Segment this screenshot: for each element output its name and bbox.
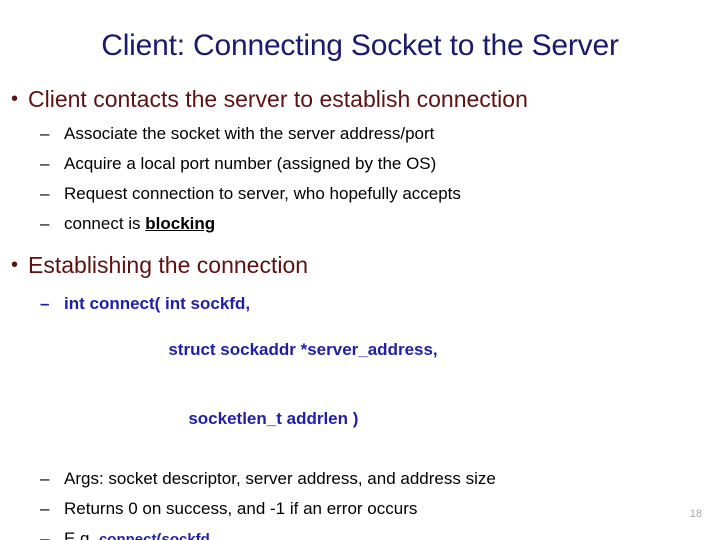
- example-code-line-1: connect(sockfd,: [98, 531, 214, 540]
- dash-marker-icon: –: [40, 469, 50, 488]
- page-number: 18: [689, 508, 702, 520]
- bullet-level1-client-contacts: • Client contacts the server to establish…: [0, 84, 720, 114]
- code-signature-line-3: socketlen_t addrlen ): [0, 384, 720, 453]
- code-signature-text: socketlen_t addrlen ): [188, 409, 359, 428]
- code-signature-line-1: –int connect( int sockfd,: [0, 292, 720, 315]
- bullet-dot-icon: •: [11, 88, 19, 110]
- bullet-level2-returns: –Returns 0 on success, and -1 if an erro…: [0, 497, 720, 521]
- code-signature-line-2: struct sockaddr *server_address,: [0, 315, 720, 384]
- bullet-dot-icon: •: [11, 254, 19, 276]
- code-signature-text: struct sockaddr *server_address,: [168, 340, 438, 359]
- bullet-level2-args: –Args: socket descriptor, server address…: [0, 467, 720, 491]
- code-signature-text: int connect( int sockfd,: [64, 294, 251, 313]
- slide-title: Client: Connecting Socket to the Server: [101, 29, 619, 62]
- bullet-level2-acquire-port: –Acquire a local port number (assigned b…: [0, 152, 720, 176]
- bullet-level2-emphasis-blocking: blocking: [145, 214, 216, 233]
- dash-marker-icon: –: [40, 529, 50, 540]
- dash-marker-icon: –: [40, 214, 50, 233]
- dash-marker-icon: –: [40, 184, 50, 203]
- bullet-level2-associate-socket: –Associate the socket with the server ad…: [0, 122, 720, 146]
- bullet-level2-label: Associate the socket with the server add…: [64, 124, 435, 143]
- dash-marker-icon: –: [40, 124, 50, 143]
- dash-marker-icon: –: [40, 154, 50, 173]
- bullet-level2-label: Acquire a local port number (assigned by…: [64, 154, 437, 173]
- slide-body: • Client contacts the server to establish…: [0, 84, 720, 540]
- bullet-level2-connect-blocking: –connect is blocking: [0, 212, 720, 236]
- bullet-level1-label: Client contacts the server to establish …: [28, 86, 528, 112]
- bullet-level2-label: Returns 0 on success, and -1 if an error…: [64, 499, 418, 518]
- bullet-level2-example: – E.g. connect(sockfd,: [0, 527, 720, 540]
- dash-marker-icon: –: [40, 499, 50, 518]
- bullet-level2-label: Args: socket descriptor, server address,…: [64, 469, 496, 488]
- example-label: E.g.: [64, 529, 99, 540]
- dash-marker-icon: –: [40, 294, 50, 313]
- bullet-level2-label-prefix: connect is: [64, 214, 146, 233]
- bullet-level1-establishing-connection: • Establishing the connection: [0, 250, 720, 280]
- bullet-level1-label: Establishing the connection: [28, 252, 309, 278]
- bullet-level2-request-connection: –Request connection to server, who hopef…: [0, 182, 720, 206]
- bullet-level2-label: Request connection to server, who hopefu…: [64, 184, 461, 203]
